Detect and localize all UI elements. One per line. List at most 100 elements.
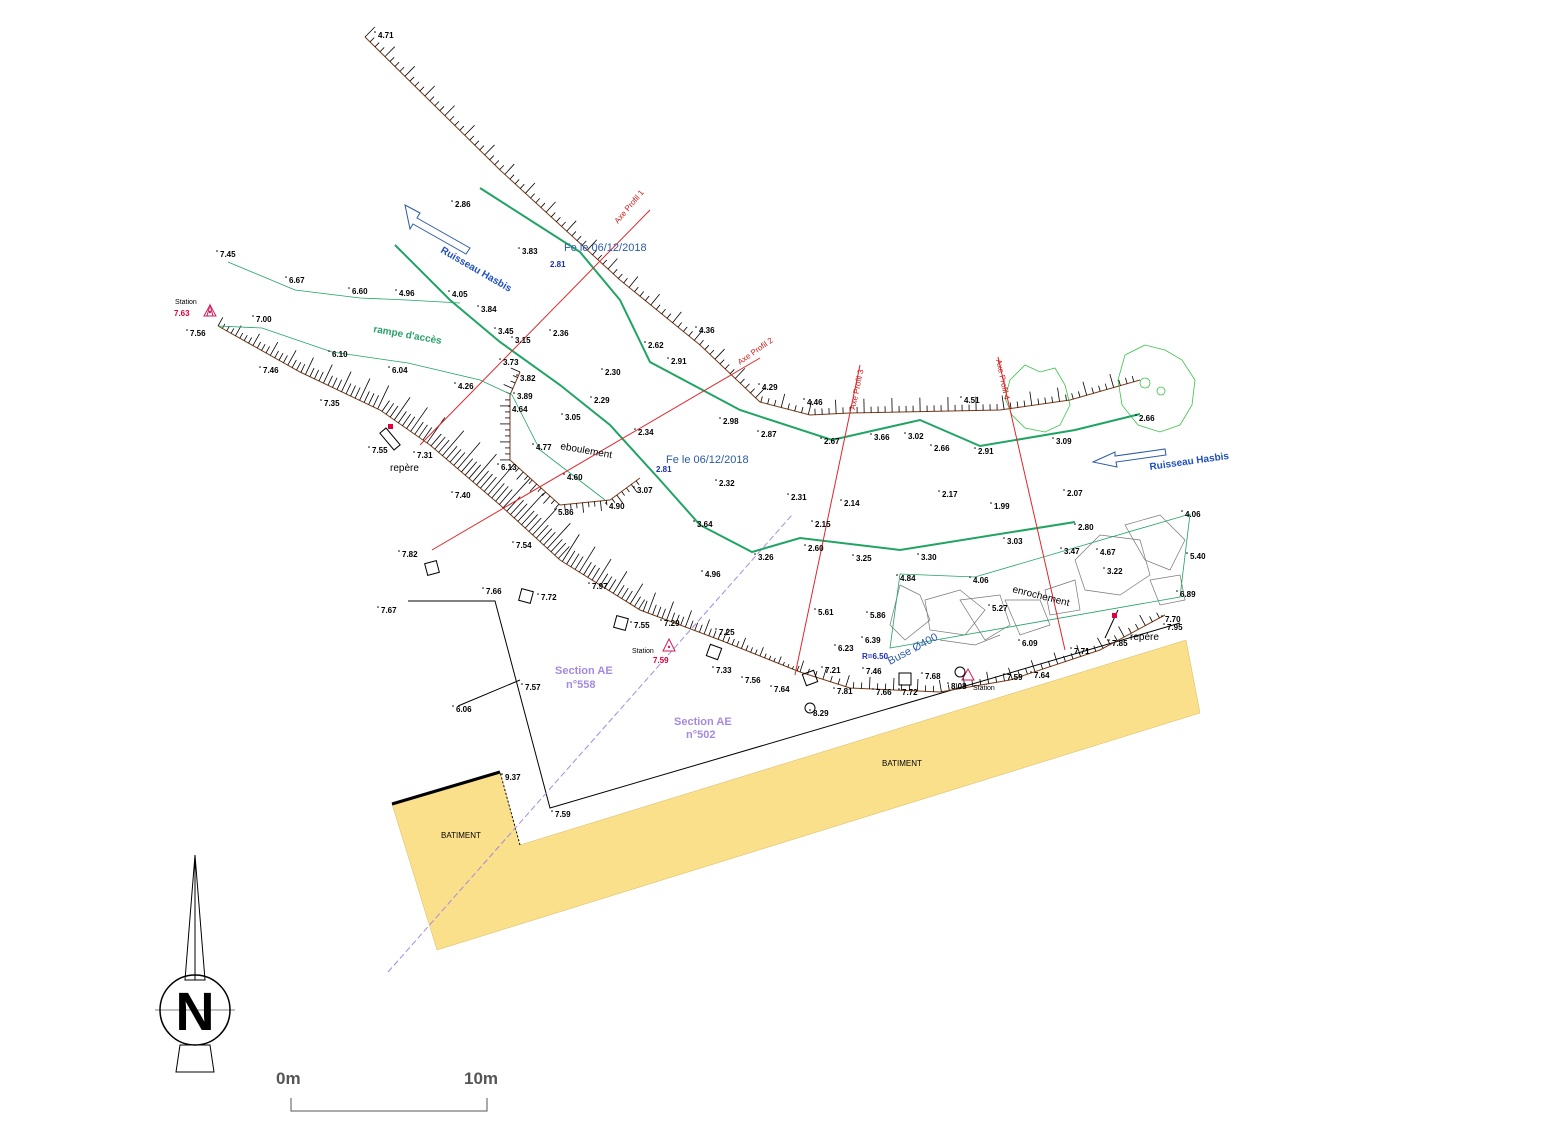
spot-point <box>1176 590 1178 592</box>
slope-tick <box>550 539 563 553</box>
water-level-note: Fe le 06/12/2018 <box>666 454 749 466</box>
spot-point <box>549 329 551 331</box>
spot-elevation: 6.06 <box>456 705 472 714</box>
spot-point <box>695 326 697 328</box>
tree-icon <box>1117 344 1196 433</box>
spot-elevation: 2.15 <box>815 520 831 529</box>
slope-tick <box>550 212 556 218</box>
slope-tick <box>971 680 974 687</box>
spot-point <box>518 247 520 249</box>
slope-tick <box>638 599 646 610</box>
spot-elevation: 7.55 <box>372 446 388 455</box>
slope-tick <box>226 325 230 332</box>
spot-point <box>605 502 607 504</box>
stream-label: Ruisseau Hasbis <box>1149 451 1230 473</box>
spot-elevation: 2.36 <box>553 329 569 338</box>
spot-point <box>516 374 518 376</box>
slope-tick <box>561 221 566 227</box>
slope-tick <box>410 407 428 432</box>
slope-tick <box>381 400 390 412</box>
slope-tick <box>445 446 458 460</box>
slope-tick <box>635 480 640 486</box>
slope-tick <box>628 276 639 288</box>
spot-point <box>947 682 949 684</box>
slope-tick <box>469 135 475 141</box>
slope-tick <box>252 333 260 346</box>
slope-tick <box>510 463 515 468</box>
spot-point <box>454 382 456 384</box>
spot-elevation: 3.64 <box>697 520 713 529</box>
slope-tick <box>1065 394 1067 401</box>
spot-point <box>499 358 501 360</box>
slope-tick <box>454 120 460 126</box>
spot-elevation: 6.04 <box>392 366 408 375</box>
slope-tick <box>296 362 302 371</box>
slope-tick <box>530 193 535 199</box>
slope-tick <box>571 231 577 237</box>
slope-tick <box>1106 639 1111 645</box>
spot-point <box>588 582 590 584</box>
slope-tick <box>1125 377 1128 384</box>
slope-tick <box>1149 616 1153 622</box>
slope-tick <box>612 571 628 594</box>
slope-tick <box>379 47 385 53</box>
slope-tick <box>532 508 558 536</box>
spot-elevation: 6.60 <box>352 287 368 296</box>
spot-elevation: 4.90 <box>609 502 625 511</box>
spot-point <box>374 31 376 33</box>
slope-tick <box>570 553 580 567</box>
spot-elevation: 4.05 <box>452 290 468 299</box>
slope-tick <box>792 666 794 670</box>
parcel-boundary <box>408 600 1181 809</box>
slope-tick <box>243 334 248 341</box>
slope-tick <box>807 668 810 675</box>
slope-tick <box>494 160 500 166</box>
spot-elevation: 2.66 <box>1139 414 1155 423</box>
spot-elevation: 7.35 <box>324 399 340 408</box>
slope-tick <box>650 293 660 306</box>
slope-tick <box>683 326 688 332</box>
slope-tick <box>406 416 416 429</box>
building-wall <box>391 770 501 806</box>
spot-point <box>448 290 450 292</box>
spot-point <box>1070 647 1072 649</box>
spot-point <box>511 336 513 338</box>
spot-elevation: 4.36 <box>699 326 715 335</box>
slope-tick <box>359 378 371 401</box>
slope-tick <box>424 85 435 97</box>
spot-elevation: 8.08 <box>951 682 967 691</box>
slope-tick <box>1016 401 1019 408</box>
spot-elevation: 7.33 <box>716 666 732 675</box>
slope-tick <box>369 37 375 43</box>
slope-crest <box>799 614 1166 693</box>
slope-tick <box>1017 670 1021 677</box>
slope-tick <box>265 346 270 354</box>
slope-tick <box>363 391 370 403</box>
slope-tick <box>399 66 405 72</box>
slope-tick <box>535 524 549 539</box>
spot-point <box>216 250 218 252</box>
section-label: Section AE <box>555 665 613 677</box>
slope-tick <box>499 165 505 170</box>
spot-elevation: 7.68 <box>925 672 941 681</box>
spot-point <box>1103 567 1105 569</box>
slope-tick <box>709 349 715 355</box>
spot-point <box>821 666 823 668</box>
slope-tick <box>394 61 400 67</box>
slope-tick <box>464 461 478 476</box>
slope-tick <box>414 81 420 87</box>
spot-elevation: 7.66 <box>876 688 892 697</box>
spot-elevation: 7.56 <box>745 676 761 685</box>
slope-tick <box>794 405 797 412</box>
slope-tick <box>1001 395 1005 410</box>
spot-elevation: 3.15 <box>515 336 531 345</box>
slope-tick <box>345 383 352 395</box>
spot-elevation: 3.09 <box>1056 437 1072 446</box>
spot-point <box>1074 523 1076 525</box>
slope-tick <box>472 453 497 482</box>
slope-tick <box>724 364 730 370</box>
slope-tick <box>634 286 639 293</box>
spot-elevation: 3.03 <box>1007 537 1023 546</box>
slope-tick <box>597 254 603 260</box>
slope-tick <box>837 678 841 685</box>
